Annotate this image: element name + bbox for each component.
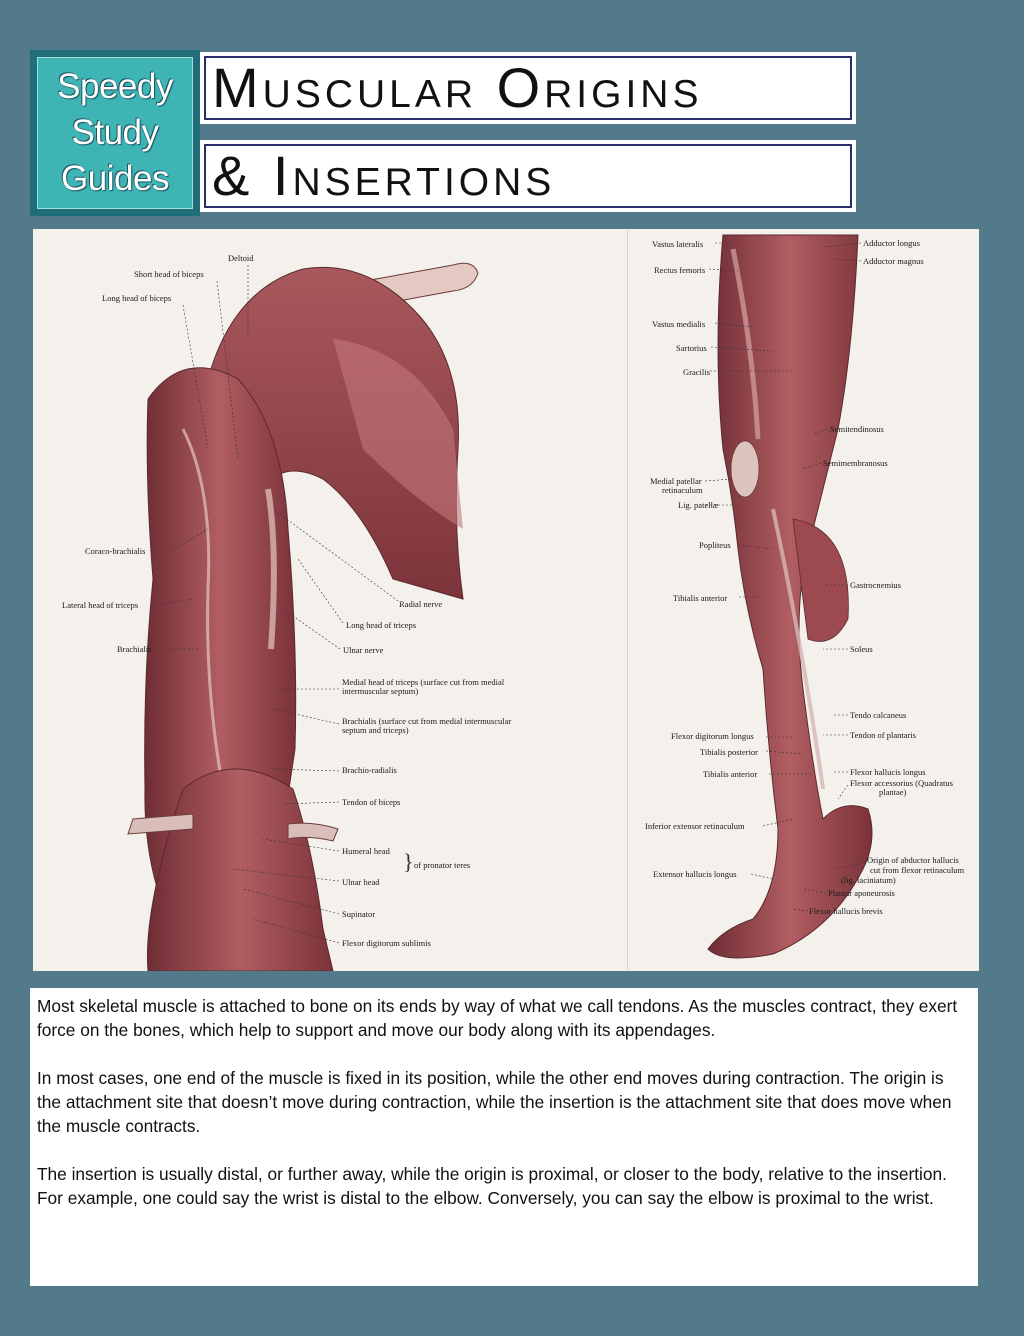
label-radial-nerve: Radial nerve — [399, 599, 443, 609]
label-flexor-hallucis-longus: Flexor hallucis longus — [850, 767, 926, 777]
pronator-bracket: } — [403, 849, 414, 874]
label-rectus-femoris: Rectus femoris — [654, 265, 706, 275]
page-title-line-2: & Insertions — [212, 144, 556, 207]
label-flexor-accessorius-2: plantae) — [879, 787, 907, 797]
label-sartorius: Sartorius — [676, 343, 707, 353]
anatomy-drawing — [127, 234, 873, 971]
body-text-box: Most skeletal muscle is attached to bone… — [30, 988, 978, 1286]
label-pronator-teres: of pronator teres — [414, 860, 471, 870]
label-supinator: Supinator — [342, 909, 376, 919]
label-brachialis: Brachialis — [117, 644, 152, 654]
label-humeral-head: Humeral head — [342, 846, 390, 856]
arm-drawing — [127, 262, 479, 971]
logo-word-2: Study — [71, 113, 160, 152]
page-title-line-1: Muscular Origins — [212, 56, 703, 119]
label-long-head-triceps: Long head of triceps — [346, 620, 417, 630]
leg-leader-lines — [704, 242, 867, 912]
label-origin-abductor-1: Origin of abductor hallucis — [867, 855, 959, 865]
label-vastus-medialis: Vastus medialis — [652, 319, 706, 329]
label-inferior-extensor-retinaculum: Inferior extensor retinaculum — [645, 821, 745, 831]
label-tibialis-posterior: Tibialis posterior — [700, 747, 759, 757]
logo-badge: Speedy Study Guides — [37, 57, 193, 209]
label-tendon-biceps: Tendon of biceps — [342, 797, 401, 807]
label-lig-patellae: Lig. patellæ — [678, 500, 719, 510]
label-adductor-magnus: Adductor magnus — [863, 256, 924, 266]
paragraph-3: The insertion is usually distal, or furt… — [37, 1164, 947, 1208]
leg-drawing — [707, 234, 873, 959]
label-medial-head-triceps-1: Medial head of triceps (surface cut from… — [342, 677, 505, 687]
logo-word-1: Speedy — [57, 67, 173, 106]
paragraph-1: Most skeletal muscle is attached to bone… — [37, 996, 958, 1040]
label-gracilis: Gracilis — [683, 367, 710, 377]
label-extensor-hallucis-longus: Extensor hallucis longus — [653, 869, 737, 879]
label-flexor-hallucis-brevis: Flexor hallucis brevis — [809, 906, 883, 916]
label-flexor-accessorius-1: Flexor accessorius (Quadratus — [850, 778, 953, 788]
anatomy-illustration: Deltoid Short head of biceps Long head o… — [33, 229, 979, 971]
paragraph-2: In most cases, one end of the muscle is … — [37, 1068, 952, 1136]
label-tendon-plantaris: Tendon of plantaris — [850, 730, 916, 740]
logo-word-3: Guides — [61, 159, 169, 198]
label-medial-head-triceps-2: intermuscular septum) — [342, 686, 419, 696]
label-medial-patellar-2: retinaculum — [662, 485, 703, 495]
label-deltoid: Deltoid — [228, 253, 254, 263]
label-tendo-calcaneus: Tendo calcaneus — [850, 710, 907, 720]
label-long-head-biceps: Long head of biceps — [102, 293, 172, 303]
label-short-head-biceps: Short head of biceps — [134, 269, 204, 279]
label-ulnar-nerve: Ulnar nerve — [343, 645, 384, 655]
title-line-2-box: & Insertions — [200, 140, 856, 212]
label-flexor-digitorum-longus: Flexor digitorum longus — [671, 731, 754, 741]
label-lateral-head-triceps: Lateral head of triceps — [62, 600, 139, 610]
label-origin-abductor-2: cut from flexor retinaculum — [870, 865, 965, 875]
label-plantar-aponeurosis: Plantar aponeurosis — [828, 888, 895, 898]
logo: Speedy Study Guides — [30, 50, 200, 216]
label-flexor-digitorum-sublimis: Flexor digitorum sublimis — [342, 938, 431, 948]
label-coraco-brachialis: Coraco-brachialis — [85, 546, 146, 556]
label-popliteus: Popliteus — [699, 540, 731, 550]
label-origin-abductor-3: (lig. laciniatum) — [841, 875, 896, 885]
label-tibialis-anterior: Tibialis anterior — [673, 593, 728, 603]
title-line-1-box: Muscular Origins — [200, 52, 856, 124]
label-tibialis-anterior-2: Tibialis anterior — [703, 769, 758, 779]
label-brachialis-surface-2: septum and triceps) — [342, 725, 409, 735]
arm-leader-lines — [162, 265, 399, 944]
label-soleus: Soleus — [850, 644, 873, 654]
label-brachialis-surface-1: Brachialis (surface cut from medial inte… — [342, 716, 512, 726]
label-semimembranosus: Semimembranosus — [823, 458, 888, 468]
label-ulnar-head: Ulnar head — [342, 877, 380, 887]
label-vastus-lateralis: Vastus lateralis — [652, 239, 704, 249]
label-adductor-longus: Adductor longus — [863, 238, 920, 248]
label-brachio-radialis: Brachio-radialis — [342, 765, 397, 775]
label-semitendinosus: Semitendinosus — [830, 424, 884, 434]
label-gastrocnemius: Gastrocnemius — [850, 580, 901, 590]
label-medial-patellar-1: Medial patellar — [650, 476, 702, 486]
plate-divider — [627, 229, 628, 971]
